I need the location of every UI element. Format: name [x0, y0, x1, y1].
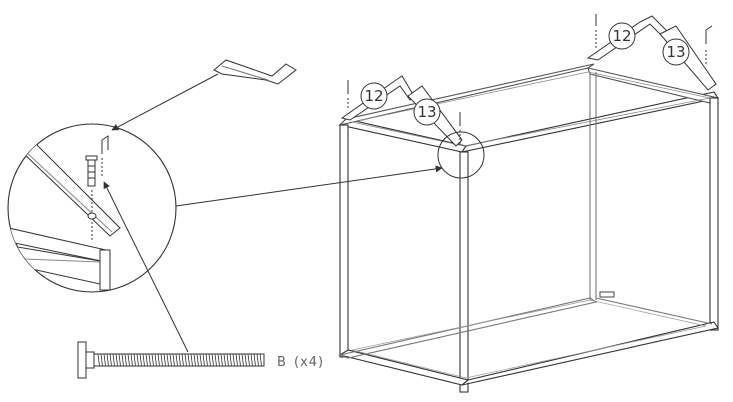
bolt-thread-line [253, 353, 256, 367]
callout-12-left: 12 [360, 82, 388, 110]
bolt-thread-line [202, 353, 205, 367]
bolt-thread-line [256, 353, 259, 367]
bolt-thread-line [172, 353, 175, 367]
svg-text:12: 12 [612, 27, 631, 45]
magnified-detail [7, 123, 177, 293]
bolt-thread-line [148, 353, 151, 367]
bolt-thread-line [178, 353, 181, 367]
bolt-thread-line [97, 353, 100, 367]
bolt-thread-line [229, 353, 232, 367]
svg-text:13: 13 [417, 103, 436, 121]
detail-marker-circle [437, 131, 485, 179]
bolt-thread-line [151, 353, 154, 367]
svg-text:12: 12 [364, 87, 383, 105]
bolt-thread-line [154, 353, 157, 367]
bolt-thread-line [214, 353, 217, 367]
bolt-quantity: (x4) [294, 355, 324, 370]
bolt-thread-line [226, 353, 229, 367]
callout-13-left: 13 [413, 98, 441, 126]
bolt-label: B [277, 355, 287, 370]
bolt-thread-line [124, 353, 127, 367]
bolt-thread-line [259, 353, 262, 367]
bolt-thread-line [211, 353, 214, 367]
callout-12-right: 12 [608, 22, 636, 50]
bolt-thread-line [217, 353, 220, 367]
bolt-thread-line [130, 353, 133, 367]
bolt-thread-line [109, 353, 112, 367]
bolt-thread-line [106, 353, 109, 367]
bolt-thread-line [118, 353, 121, 367]
bolt-thread-line [145, 353, 148, 367]
bolt-thread-line [127, 353, 130, 367]
bolt-thread-line [163, 353, 166, 367]
bolt-thread-line [184, 353, 187, 367]
bolt-thread-line [247, 353, 250, 367]
bolt-thread-line [136, 353, 139, 367]
bolt-thread-line [160, 353, 163, 367]
bolt-thread-line [157, 353, 160, 367]
svg-text:13: 13 [666, 43, 685, 61]
metal-frame [338, 63, 719, 393]
bolt-thread-line [115, 353, 118, 367]
bolt-thread-line [142, 353, 145, 367]
bolt-thread-line [100, 353, 103, 367]
bolt-thread-line [223, 353, 226, 367]
bolt-thread-line [187, 353, 190, 367]
bolt-thread-line [220, 353, 223, 367]
bolt-thread-line [103, 353, 106, 367]
bolt-thread-line [208, 353, 211, 367]
bolt-thread-line [232, 353, 235, 367]
bolt-thread-line [166, 353, 169, 367]
leader-lines [103, 73, 443, 353]
bolt-thread-line [196, 353, 199, 367]
bolt-thread-line [199, 353, 202, 367]
bolt-thread-line [205, 353, 208, 367]
bolt-thread-line [241, 353, 244, 367]
bolt-thread-line [133, 353, 136, 367]
allen-key-icon [213, 59, 297, 85]
bolt-thread-line [112, 353, 115, 367]
callout-13-right: 13 [662, 38, 690, 66]
bolt-thread-line [175, 353, 178, 367]
bolt-threads [97, 353, 262, 367]
bolt-thread-line [121, 353, 124, 367]
bolt-thread-line [169, 353, 172, 367]
bolt-thread-line [139, 353, 142, 367]
bolt-thread-line [235, 353, 238, 367]
bolt-thread-line [250, 353, 253, 367]
bolt-thread-line [193, 353, 196, 367]
bolt-thread-line [244, 353, 247, 367]
bolt-thread-line [181, 353, 184, 367]
bolt-thread-line [190, 353, 193, 367]
bolt-thread-line [238, 353, 241, 367]
